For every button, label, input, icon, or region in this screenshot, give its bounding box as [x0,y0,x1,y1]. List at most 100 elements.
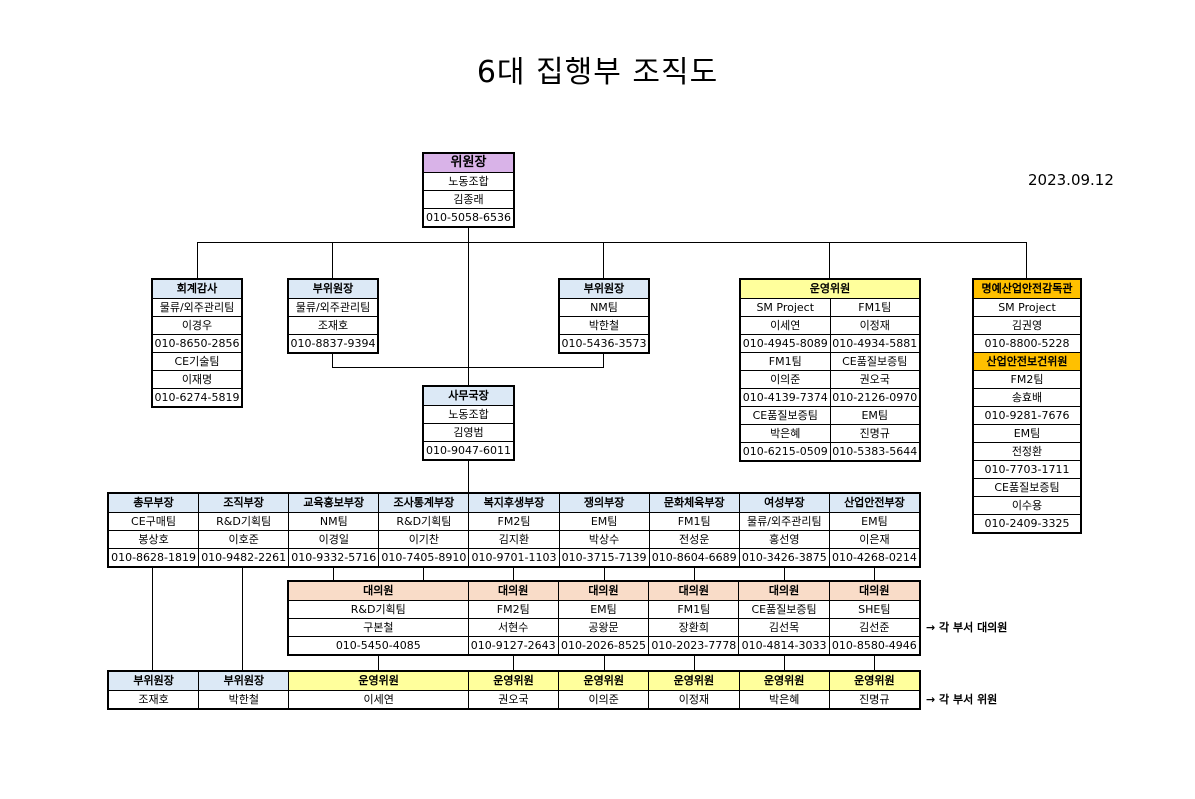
dept-name: 이은재 [829,530,919,548]
connector-line [694,652,695,671]
committee-cell: FM1팀 [830,298,919,316]
connector-line [468,242,469,386]
dept-title: 총무부장 [109,494,199,512]
committee-cell: EM팀 [830,406,919,424]
safety-row: SM Project [974,298,1080,316]
connector-line [332,242,333,279]
vice-chair-box-1: 부위원장 물류/외주관리팀 조재호 010-8837-9394 [287,278,379,354]
connector-line [694,563,695,581]
safety-row: 010-2409-3325 [974,514,1080,532]
member-name: 박은혜 [739,690,829,708]
member-column: 운영위원 박은혜 [738,672,829,708]
delegate-team: CE품질보증팀 [739,600,829,618]
committee-cell: CE품질보증팀 [830,352,919,370]
safety-row: EM팀 [974,424,1080,442]
member-column: 운영위원 이정재 [648,672,739,708]
delegate-column: 대의원 FM1팀 장환희 010-2023-7778 [648,582,739,654]
safety-row: 전정환 [974,442,1080,460]
member-title: 부위원장 [109,672,199,690]
connector-line [829,242,830,279]
dept-team: R&D기획팀 [379,512,469,530]
delegate-phone: 010-5450-4085 [289,636,468,654]
connector-line [603,242,604,279]
connector-line [242,563,243,671]
dept-team: 물류/외주관리팀 [739,512,829,530]
chair-box: 위원장 노동조합 김종래 010-5058-6536 [422,152,515,228]
dept-name: 이호준 [199,530,289,548]
member-title: 운영위원 [559,672,649,690]
secretary-title: 사무국장 [424,387,513,405]
safety-row: 010-7703-1711 [974,460,1080,478]
dept-name: 이경일 [289,530,379,548]
delegate-title: 대의원 [829,582,919,600]
members-note: → 각 부서 위원 [926,693,998,706]
vice-chair-title: 부위원장 [289,280,377,298]
dept-column: 쟁의부장 EM팀 박상수 010-3715-7139 [558,494,649,566]
members-table: 부위원장 조재호 부위원장 박한철 운영위원 이세연 운영위원 권오국 운영위원… [107,670,921,710]
member-name: 이의준 [559,690,649,708]
auditor-row: 물류/외주관리팀 [153,298,241,316]
vice-chair-name: 조재호 [289,316,377,334]
member-name: 조재호 [109,690,199,708]
delegate-column: 대의원 EM팀 공왕문 010-2026-8525 [557,582,649,654]
member-title: 운영위원 [829,672,919,690]
member-column: 운영위원 진명규 [828,672,919,708]
dept-team: FM1팀 [649,512,739,530]
safety-row: FM2팀 [974,370,1080,388]
secretary-phone: 010-9047-6011 [424,441,513,459]
dept-team: R&D기획팀 [199,512,289,530]
delegate-phone: 010-2023-7778 [649,636,739,654]
member-title: 운영위원 [468,672,559,690]
connector-line [604,652,605,671]
delegate-team: EM팀 [558,600,649,618]
connector-line [513,652,514,671]
dept-phone: 010-7405-8910 [379,548,469,566]
delegate-team: SHE팀 [829,600,919,618]
committee-cell: 권오국 [830,370,919,388]
dept-column: 문화체육부장 FM1팀 전성운 010-8604-6689 [648,494,739,566]
safety-subtitle: 산업안전보건위원 [974,352,1080,370]
dept-phone: 010-3715-7139 [559,548,649,566]
chair-phone: 010-5058-6536 [424,208,513,226]
chair-name: 김종래 [424,190,513,208]
secretary-org: 노동조합 [424,405,513,423]
chair-title: 위원장 [424,154,513,172]
dept-phone: 010-3426-3875 [739,548,829,566]
vice-chair-team: NM팀 [560,298,648,316]
member-column: 운영위원 이의준 [558,672,649,708]
connector-line [468,455,469,493]
dept-team: EM팀 [829,512,919,530]
vice-chair-phone: 010-8837-9394 [289,334,377,352]
delegate-team: FM2팀 [468,600,558,618]
connector-line [603,347,604,367]
vice-chair-title: 부위원장 [560,280,648,298]
connector-line [1026,242,1027,279]
dept-column: 산업안전부장 EM팀 이은재 010-4268-0214 [828,494,919,566]
dept-name: 박상수 [559,530,649,548]
member-column: 부위원장 조재호 [109,672,199,708]
dept-title: 쟁의부장 [559,494,649,512]
dept-column: 여성부장 물류/외주관리팀 홍선영 010-3426-3875 [738,494,829,566]
safety-row: 이수용 [974,496,1080,514]
chair-org: 노동조합 [424,172,513,190]
delegate-title: 대의원 [649,582,739,600]
committee-cell: 진명규 [830,424,919,442]
dept-title: 문화체육부장 [649,494,739,512]
connector-line [784,652,785,671]
delegate-name: 공왕문 [558,618,649,636]
committee-cell: 이의준 [741,370,830,388]
vice-chair-box-2: 부위원장 NM팀 박한철 010-5436-3573 [558,278,650,354]
dept-phone: 010-9332-5716 [289,548,379,566]
safety-row: CE품질보증팀 [974,478,1080,496]
connector-line [197,242,198,279]
connector-line [604,563,605,581]
member-title: 운영위원 [649,672,739,690]
auditor-row: 이경우 [153,316,241,334]
dept-phone: 010-8604-6689 [649,548,739,566]
committee-cell: CE품질보증팀 [741,406,830,424]
delegate-name: 서현수 [468,618,558,636]
dept-name: 김지환 [469,530,559,548]
member-name: 진명규 [829,690,919,708]
safety-title: 명예산업안전감독관 [974,280,1080,298]
delegate-title: 대의원 [468,582,558,600]
